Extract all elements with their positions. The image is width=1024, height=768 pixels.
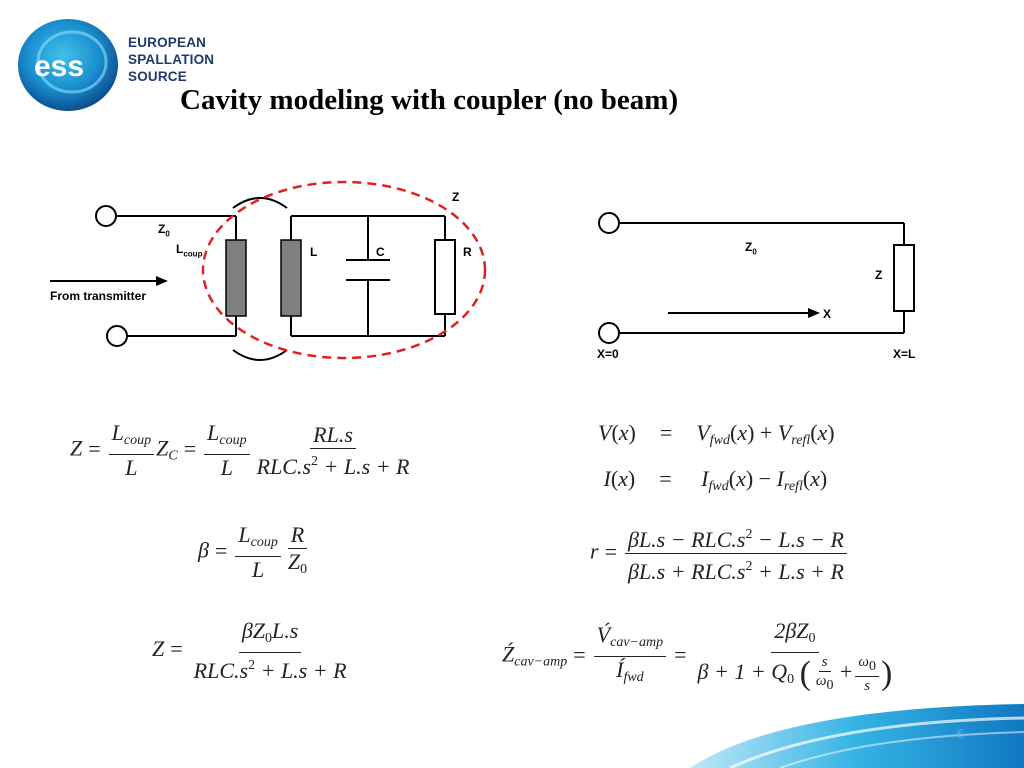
equation-vi-line: V(x)=Vfwd(x) + Vrefl(x) I(x)= Ifwd(x) − … xyxy=(598,420,835,494)
logo-line-1: EUROPEAN xyxy=(128,35,207,50)
inductor-lcoup xyxy=(225,239,247,317)
slide-number: 6 xyxy=(956,726,964,741)
c-label: C xyxy=(376,245,385,259)
line-terminal-bottom xyxy=(598,322,620,344)
line-z0-label: Z0 xyxy=(745,240,757,257)
ess-logo-icon: ess xyxy=(18,19,118,111)
decorative-swoosh xyxy=(690,704,1024,768)
input-terminal-top xyxy=(95,205,117,227)
logo-text: EUROPEAN SPALLATION SOURCE xyxy=(128,34,214,85)
x-label: X xyxy=(823,307,832,321)
x0-label: X=0 xyxy=(597,347,619,361)
xl-label: X=L xyxy=(893,347,916,361)
line-terminal-top xyxy=(598,212,620,234)
cavity-coupler-circuit xyxy=(50,180,487,361)
line-z-label: Z xyxy=(875,268,883,282)
x-arrow-head xyxy=(808,308,820,318)
from-transmitter-label: From transmitter xyxy=(50,289,147,303)
lcoup-label: Lcoup xyxy=(176,242,203,259)
l-label: L xyxy=(310,245,318,259)
z-label: Z xyxy=(452,190,460,204)
slide-title: Cavity modeling with coupler (no beam) xyxy=(180,84,679,116)
arrow-head xyxy=(156,276,168,286)
logo-badge-text: ess xyxy=(34,50,84,83)
cavity-boundary xyxy=(201,180,487,360)
load-impedance-z xyxy=(893,244,915,312)
input-terminal-bottom xyxy=(106,325,128,347)
inductor-l xyxy=(280,239,302,317)
r-label: R xyxy=(463,245,472,259)
logo-line-2: SPALLATION xyxy=(128,52,215,67)
logo-line-3: SOURCE xyxy=(128,69,187,84)
z0-label: Z0 xyxy=(158,222,170,239)
resistor-r xyxy=(434,239,456,315)
transmission-line-diagram xyxy=(598,212,915,344)
